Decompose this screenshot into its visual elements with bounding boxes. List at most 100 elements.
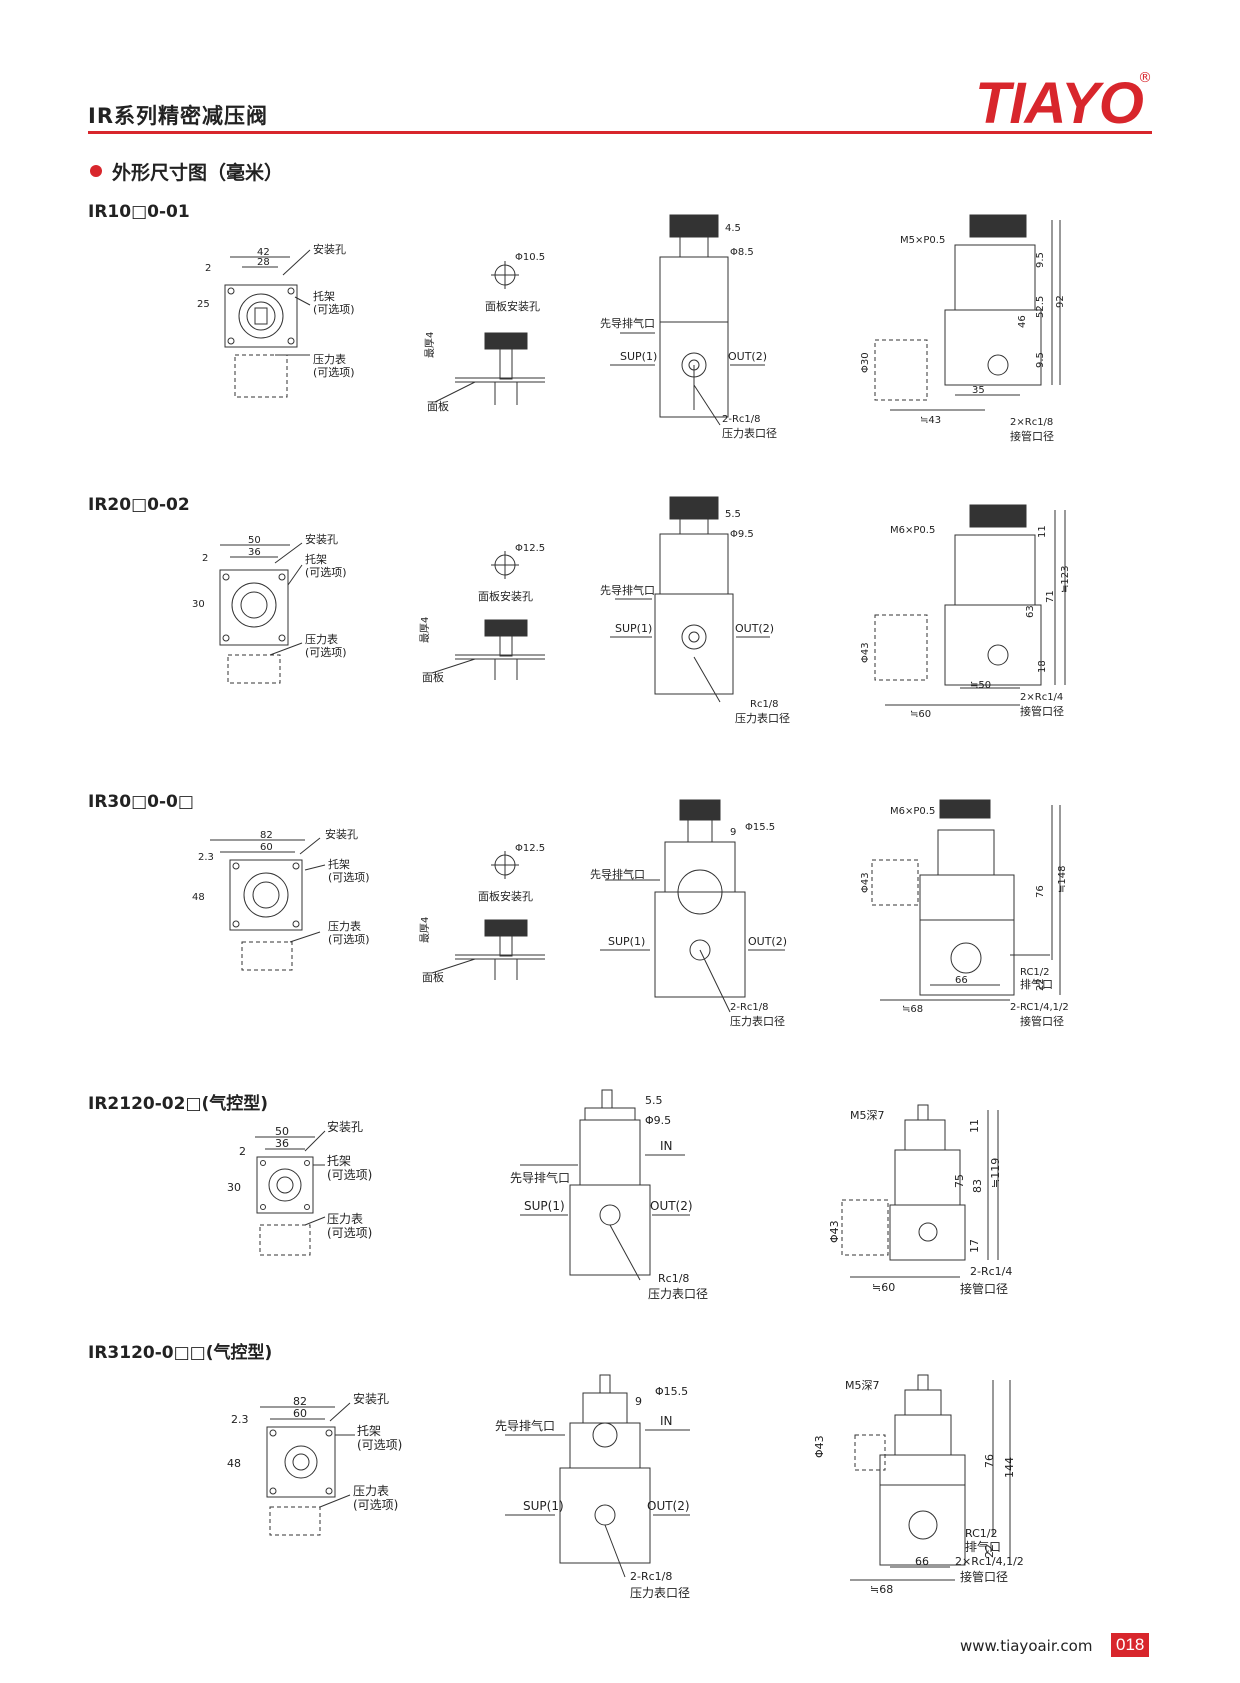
svg-text:压力表口径: 压力表口径 (648, 1287, 708, 1301)
svg-text:Φ43: Φ43 (860, 642, 871, 663)
bullet-icon (90, 165, 102, 177)
svg-text:(可选项): (可选项) (313, 366, 355, 379)
model-title-5: IR3120-0□□(气控型) (88, 1343, 273, 1363)
svg-text:先导排气口: 先导排气口 (495, 1418, 555, 1433)
svg-text:42: 42 (257, 247, 270, 258)
svg-text:≒68: ≒68 (902, 1004, 923, 1015)
side-view-2: 5.5 Φ9.5 先导排气口 SUP(1) OUT(2) Rc1/8 压力表口径 (600, 496, 790, 725)
svg-text:5.5: 5.5 (645, 1094, 663, 1107)
svg-text:60: 60 (260, 842, 273, 853)
svg-text:92: 92 (1055, 295, 1066, 308)
svg-text:Φ8.5: Φ8.5 (730, 247, 754, 258)
svg-text:≒68: ≒68 (870, 1583, 893, 1596)
front-view-3: 82 60 48 2.3 安装孔 托架 (可选项) 压力表 (可选项) (192, 827, 370, 971)
page-title: IR系列精密减压阀 (88, 104, 268, 128)
svg-text:安装孔: 安装孔 (353, 1391, 389, 1406)
svg-text:安装孔: 安装孔 (313, 242, 346, 256)
svg-text:面板安装孔: 面板安装孔 (478, 589, 533, 603)
front-view-4: 50 36 30 2 安装孔 托架 (可选项) 压力表 (可选项) (227, 1119, 372, 1256)
svg-text:Φ10.5: Φ10.5 (515, 252, 545, 263)
svg-text:83: 83 (971, 1179, 984, 1193)
dimension-view-4: M5深7 11 83 ≒119 75 17 Φ43 ≒60 2-Rc1/4 接管… (828, 1104, 1012, 1296)
svg-text:82: 82 (260, 830, 273, 841)
svg-text:63: 63 (1025, 605, 1036, 618)
svg-text:25: 25 (197, 299, 210, 310)
header-rule (88, 131, 1152, 134)
svg-text:Φ30: Φ30 (860, 352, 871, 373)
dimension-view-3: M6×P0.5 ≒148 76 22 Φ43 66 ≒68 RC1/2 排气口 … (860, 799, 1069, 1028)
front-view-5: 82 60 48 2.3 安装孔 托架 (可选项) 压力表 (可选项) (227, 1391, 402, 1536)
side-view-4: 5.5 Φ9.5 IN 先导排气口 SUP(1) OUT(2) Rc1/8 压力… (510, 1089, 708, 1301)
svg-text:36: 36 (275, 1137, 289, 1150)
svg-text:托架: 托架 (305, 552, 327, 566)
svg-text:(可选项): (可选项) (313, 303, 355, 316)
svg-text:接管口径: 接管口径 (960, 1569, 1008, 1584)
svg-text:50: 50 (248, 535, 261, 546)
svg-text:RC1/2: RC1/2 (1020, 967, 1050, 978)
svg-text:SUP(1): SUP(1) (615, 622, 652, 635)
svg-text:2.3: 2.3 (198, 852, 214, 863)
svg-text:2-RC1/4,1/2: 2-RC1/4,1/2 (1010, 1002, 1069, 1013)
svg-text:(可选项): (可选项) (305, 646, 347, 659)
svg-text:先导排气口: 先导排气口 (600, 583, 655, 597)
svg-text:Φ15.5: Φ15.5 (655, 1385, 688, 1398)
svg-text:18: 18 (1037, 660, 1048, 673)
model-title-3: IR30□0-0□ (88, 792, 194, 812)
svg-text:接管口径: 接管口径 (1020, 1014, 1064, 1028)
svg-text:OUT(2): OUT(2) (650, 1199, 693, 1213)
svg-text:压力表口径: 压力表口径 (630, 1586, 690, 1600)
svg-text:2-Rc1/8: 2-Rc1/8 (722, 414, 761, 425)
svg-text:Φ43: Φ43 (860, 872, 871, 893)
svg-text:面板安装孔: 面板安装孔 (485, 299, 540, 313)
svg-text:接管口径: 接管口径 (1010, 429, 1054, 443)
svg-text:OUT(2): OUT(2) (735, 622, 774, 635)
svg-text:2.3: 2.3 (231, 1413, 249, 1426)
svg-text:压力表口径: 压力表口径 (730, 1014, 785, 1028)
svg-text:9.5: 9.5 (1035, 252, 1046, 268)
svg-text:压力表: 压力表 (313, 352, 346, 366)
svg-text:5.5: 5.5 (725, 509, 741, 520)
svg-text:22: 22 (983, 1544, 996, 1558)
svg-text:面板: 面板 (422, 670, 444, 684)
svg-text:Rc1/8: Rc1/8 (658, 1272, 689, 1285)
side-view-3: 9 Φ15.5 先导排气口 SUP(1) OUT(2) 2-Rc1/8 压力表口… (590, 799, 787, 1028)
svg-text:46: 46 (1017, 315, 1028, 328)
svg-text:压力表: 压力表 (353, 1484, 389, 1498)
svg-text:82: 82 (293, 1395, 307, 1408)
svg-text:OUT(2): OUT(2) (748, 935, 787, 948)
svg-text:面板: 面板 (427, 399, 449, 413)
svg-text:IN: IN (660, 1414, 673, 1428)
svg-text:(可选项): (可选项) (327, 1226, 372, 1240)
section-heading: 外形尺寸图（毫米） (90, 158, 283, 185)
svg-text:9: 9 (635, 1395, 642, 1408)
svg-text:(可选项): (可选项) (328, 933, 370, 946)
svg-text:2: 2 (205, 263, 211, 274)
footer-url[interactable]: www.tiayoair.com (960, 1637, 1093, 1655)
svg-text:66: 66 (955, 975, 968, 986)
svg-text:IN: IN (660, 1139, 673, 1153)
svg-text:(可选项): (可选项) (327, 1168, 372, 1182)
svg-text:接管口径: 接管口径 (960, 1281, 1008, 1296)
svg-text:30: 30 (227, 1181, 241, 1194)
svg-text:安装孔: 安装孔 (327, 1119, 363, 1134)
dimension-view-5: M5深7 144 76 22 Φ43 66 ≒68 RC1/2 排气口 2×Rc… (813, 1374, 1024, 1596)
panel-view-1: Φ10.5 面板安装孔 最厚4 面板 (424, 252, 545, 413)
svg-text:30: 30 (192, 599, 205, 610)
svg-text:SUP(1): SUP(1) (524, 1199, 565, 1213)
svg-text:48: 48 (192, 892, 205, 903)
svg-text:SUP(1): SUP(1) (608, 935, 645, 948)
svg-text:(可选项): (可选项) (328, 871, 370, 884)
svg-text:2-Rc1/8: 2-Rc1/8 (730, 1002, 769, 1013)
svg-text:Φ15.5: Φ15.5 (745, 822, 775, 833)
svg-text:压力表: 压力表 (327, 1212, 363, 1226)
svg-text:SUP(1): SUP(1) (523, 1499, 564, 1513)
svg-text:≒148: ≒148 (1057, 866, 1068, 893)
model-title-4: IR2120-02□(气控型) (88, 1094, 269, 1114)
svg-text:52.5: 52.5 (1035, 296, 1046, 318)
svg-text:安装孔: 安装孔 (325, 827, 358, 841)
model-title-1: IR10□0-01 (88, 202, 190, 222)
svg-text:Φ43: Φ43 (813, 1435, 826, 1458)
svg-text:11: 11 (1037, 525, 1048, 538)
svg-text:9: 9 (730, 827, 736, 838)
svg-text:托架: 托架 (327, 1154, 351, 1168)
